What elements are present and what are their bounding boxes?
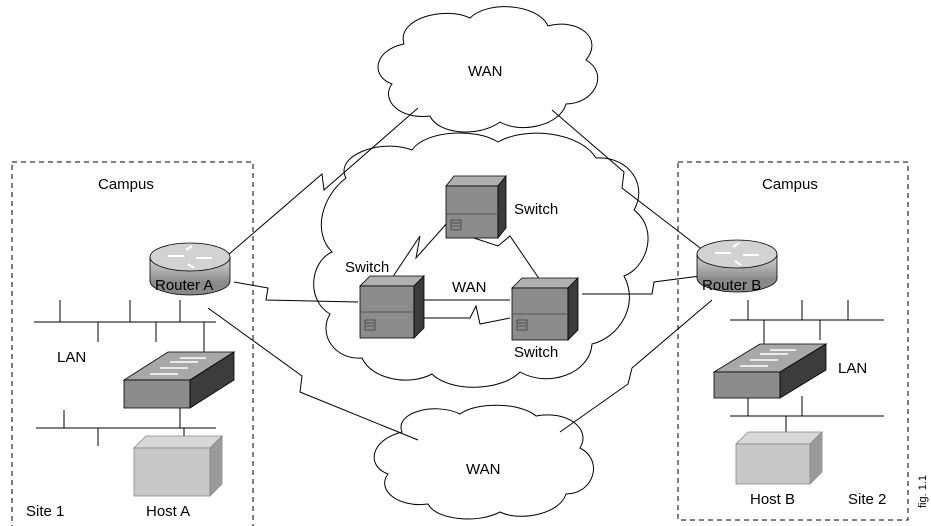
figure-id-label: fig. 1.1 [917,475,929,508]
campus-right-boundary [677,161,909,521]
lan-left-top-segment [34,300,216,356]
switch-top [445,174,507,240]
wan-label-top: WAN [468,63,502,80]
switch-left [359,275,425,339]
lan-label-right: LAN [838,360,867,377]
host-a-label: Host A [146,503,190,520]
link-switch-top-right [473,235,541,281]
campus-left-boundary [11,161,254,526]
site-1-label: Site 1 [26,503,64,520]
link-switch-left-right-zig [424,304,511,325]
link-routerA-wan-top [227,107,419,256]
link-wan-top-routerB [551,109,709,255]
router-a-label: Router A [155,277,213,294]
wan-cloud-top [377,6,599,133]
wan-label-middle: WAN [452,279,486,296]
link-switch-right-routerB [582,275,701,295]
host-b-icon [735,431,823,485]
site-2-label: Site 2 [848,491,886,508]
wan-cloud-bottom [373,404,595,520]
lan-switch-right [712,343,828,399]
lan-right-top-segment [730,300,884,346]
switch-left-label: Switch [345,259,389,276]
link-routerA-switch-left [233,281,359,303]
router-b-label: Router B [702,277,761,294]
host-b-label: Host B [750,491,795,508]
switch-right [511,277,579,341]
campus-label-right: Campus [762,176,818,193]
wan-label-bottom: WAN [466,461,500,478]
lan-label-left: LAN [57,349,86,366]
wan-links [207,107,713,441]
switch-right-label: Switch [514,344,558,361]
link-routerA-wan-bottom [207,307,419,441]
link-wan-bottom-routerB [559,299,713,433]
link-switch-left-top [391,221,449,279]
switch-top-label: Switch [514,201,558,218]
lan-switch-left [122,351,236,409]
router-b-icon [696,239,778,293]
router-a-icon [149,242,231,296]
host-a-icon [133,435,223,497]
campus-label-left: Campus [98,176,154,193]
lan-right-bottom-segment [730,396,884,432]
